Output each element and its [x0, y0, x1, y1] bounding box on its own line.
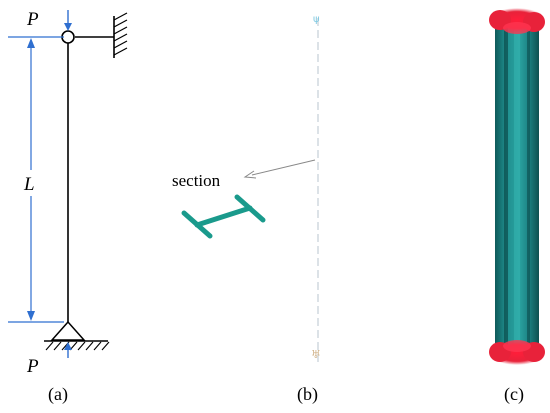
bottom-end-marker: ♅: [311, 348, 321, 361]
length-label: L: [23, 174, 35, 195]
dim-arrow-down-icon: [27, 311, 35, 321]
i-section-icon: [181, 194, 266, 239]
caption-a: (a): [48, 384, 68, 405]
top-end-marker: ψ: [313, 14, 320, 25]
panel-a: P L P (a): [8, 9, 128, 405]
panel-c: (c): [489, 8, 545, 405]
section-pointer-arrow-icon: [243, 170, 257, 179]
load-label-top: P: [26, 9, 39, 30]
dim-arrow-up-icon: [27, 38, 35, 48]
caption-b: (b): [297, 384, 318, 405]
section-pointer: [251, 159, 316, 176]
top-contact-zone: [489, 8, 545, 34]
top-load-arrow-icon: [64, 10, 72, 31]
bottom-contact-zone: [489, 340, 545, 365]
top-wall-hatch: [113, 12, 128, 56]
caption-c: (c): [504, 384, 524, 405]
section-label: section: [172, 171, 221, 190]
bottom-support: [44, 320, 110, 351]
panel-b: ψ ♅ section (b): [172, 14, 321, 405]
load-label-bottom: P: [26, 356, 39, 377]
bottom-load-arrow-icon: [64, 342, 72, 358]
